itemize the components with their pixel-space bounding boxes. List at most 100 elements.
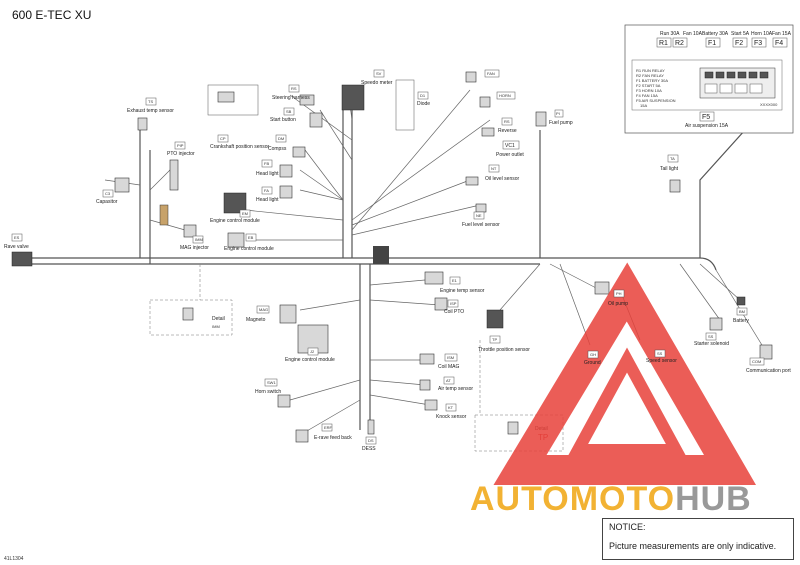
logo-part2: HUB [675,480,752,518]
fuse-legend-line: F4 FAN 15A [636,93,658,98]
notice-heading: NOTICE: [609,522,646,532]
component-code: FA [264,188,269,193]
fuse-id: F4 [775,40,783,47]
component-label: Engine control module [210,218,260,224]
fuse-id: F5 [702,114,710,121]
component-code: PIP [177,143,184,148]
component-label: Coil MAG [438,364,460,370]
component-label: Capasitor [96,199,118,205]
component-code: AT [446,378,451,383]
component-label: E-rave feed back [314,435,352,441]
component-label: Ground [584,360,601,366]
component-code: SW1 [267,380,276,385]
component-code: SV [376,71,382,76]
component-code: DM [278,136,284,141]
fuse-legend-line: F2 START 5A [636,83,661,88]
component-label: Oil pump [608,301,628,307]
fuse-rating: Run 30A [660,31,680,37]
fuse-legend-line: F1 BATTERY 30A [636,78,668,83]
component-labels: TS Exhaust temp sensor RS Steering harne… [4,69,791,452]
component-label: DESS [362,446,376,452]
component-label: Engine control module [285,357,335,363]
component-code: MAG [259,307,268,312]
component-code: FB [264,161,269,166]
component-code: RS [504,119,510,124]
component-code: SS [657,351,663,356]
fuse-id-boxes [656,37,788,48]
component-label: Head light [256,197,279,203]
component-code: PI [556,111,560,116]
component-label: Engine temp sensor [440,288,485,294]
component-label: Tail light [660,166,679,172]
fuse-box: Run 30A Fan 10A Battery 30A Start 5A Hor… [624,24,794,134]
harness-wires [25,89,766,436]
fuse-label: Air suspension 15A [685,123,729,129]
component-label: PTO injector [167,151,195,157]
component-label: Reverse [498,128,517,134]
component-label: Coil PTO [444,309,464,315]
fuse-legend-line: F3 HORN 10A [636,88,662,93]
component-code: E1 [452,278,458,283]
component-label: Air temp sensor [438,386,473,392]
component-label: Power outlet [496,152,524,158]
fuse-id: F3 [754,40,762,47]
component-code: ISP [450,301,457,306]
component-code: CP [220,136,226,141]
component-label: Horn switch [255,389,281,395]
logo-mark [493,262,757,485]
fuse-grid [704,71,769,94]
fuse-legend-line: R2 FAN RELAY [636,73,664,78]
fuse-id: R1 [659,40,668,47]
fuse-rating: Horn 10A [751,31,773,37]
component-label: MAG injector [180,245,209,251]
component-code: NE [476,213,482,218]
page-title: 600 E-TEC XU [12,8,92,22]
component-code: KT [448,405,454,410]
component-shapes [11,71,773,443]
component-code: BM [739,309,745,314]
component-code: J2 [310,349,315,354]
component-code: RS [291,86,297,91]
fuse-rating: Battery 30A [702,31,729,37]
component-code: TA [670,156,675,161]
component-code: PH [616,291,622,296]
footer-code: 41L1304 [4,556,24,562]
fuse-id: R2 [675,40,684,47]
component-code: D1 [420,93,426,98]
component-label: Rave valve [4,244,29,250]
fuse-id: F1 [708,40,716,47]
fuse-legend-line: R1 RUN RELAY [636,68,665,73]
detail-label: Detail [212,316,225,322]
component-label: Exhaust temp sensor [127,108,174,114]
component-code: DS [368,438,374,443]
component-label: Throttle position sensor [478,347,530,353]
component-label: Steering harness [272,95,310,101]
component-code: SB [286,109,292,114]
component-code: C3 [105,191,111,196]
component-code: NT [491,166,497,171]
component-code: TP [492,337,497,342]
component-label: Compss [268,146,287,152]
exhaust-temp-sensor-connector [137,117,148,131]
notice-box: NOTICE: Picture measurements are only in… [602,518,794,560]
component-label: Fuel level sensor [462,222,500,228]
detail-ref: IMM [212,324,220,329]
component-code: GH [590,352,596,357]
component-label: Knock sensor [436,414,467,420]
fuse-id: F2 [735,40,743,47]
notice-text: Picture measurements are only indicative… [609,541,777,551]
component-label: Battery [733,318,749,324]
component-code: EM [242,211,248,216]
component-label: Diode [417,101,430,107]
component-code: EB [248,235,254,240]
component-label: Communication port [746,368,791,374]
component-label: Magneto [246,317,266,323]
fuse-legend-line: F5 AIR SUSPENSION [636,98,676,103]
component-label: Engine control module [224,246,274,252]
fuse-part-code: XXXX000 [760,102,778,107]
component-code: TS [148,99,153,104]
component-label: Crankshaft position sensor [210,144,270,150]
component-code: ISM [447,355,454,360]
component-label: Speedo meter [361,80,393,86]
